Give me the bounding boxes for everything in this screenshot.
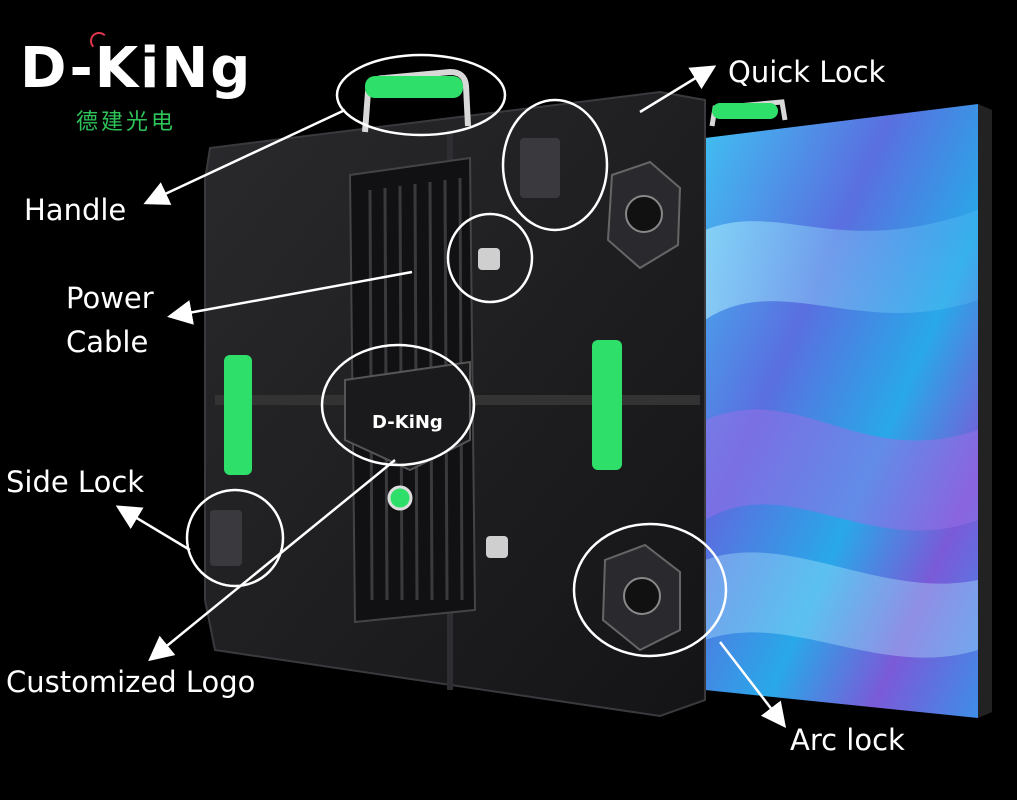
arrow-customized-logo (148, 459, 396, 662)
cabinet-body: D-KiNg (204, 68, 788, 718)
left-green-bar (224, 355, 252, 475)
arrow-arc-lock (719, 641, 787, 728)
highlight-arc-lock (572, 522, 728, 658)
handle-grip-rear (712, 103, 778, 119)
highlight-handle (335, 53, 507, 137)
highlight-customized-logo (320, 343, 476, 467)
power-connector (387, 485, 413, 511)
cabinet-logo-text: D-KiNg (372, 412, 443, 433)
signal-connector-bottom (486, 536, 508, 558)
brand-name: D-KiNg (20, 36, 253, 101)
callout-handle: Handle (24, 193, 127, 227)
arrow-side-lock (115, 505, 191, 552)
highlight-side-lock (185, 488, 285, 588)
highlight-circles (185, 53, 728, 658)
right-green-bar (592, 340, 622, 470)
side-lock-mechanism (210, 510, 242, 566)
brand-signal-icon (90, 32, 108, 50)
arrow-handle (143, 108, 346, 205)
quick-lock-mechanism (520, 138, 560, 198)
highlight-quick-lock (501, 98, 609, 232)
led-screen-panel (705, 104, 992, 718)
signal-connector-top (478, 248, 500, 270)
callout-power-cable-line2: Cable (66, 325, 149, 359)
arrow-power-cable (167, 270, 413, 325)
arrow-quick-lock (639, 65, 717, 114)
highlight-power-cable (446, 212, 534, 304)
brand-subtitle: 德建光电 (76, 110, 177, 135)
callout-quick-lock: Quick Lock (728, 55, 886, 89)
pointer-arrows (115, 65, 787, 728)
callout-arc-lock: Arc lock (790, 723, 905, 757)
callout-customized-logo: Customized Logo (6, 665, 256, 699)
callout-side-lock: Side Lock (6, 465, 145, 499)
callout-power-cable-line1: Power (66, 281, 154, 315)
handle-grip (365, 76, 463, 98)
